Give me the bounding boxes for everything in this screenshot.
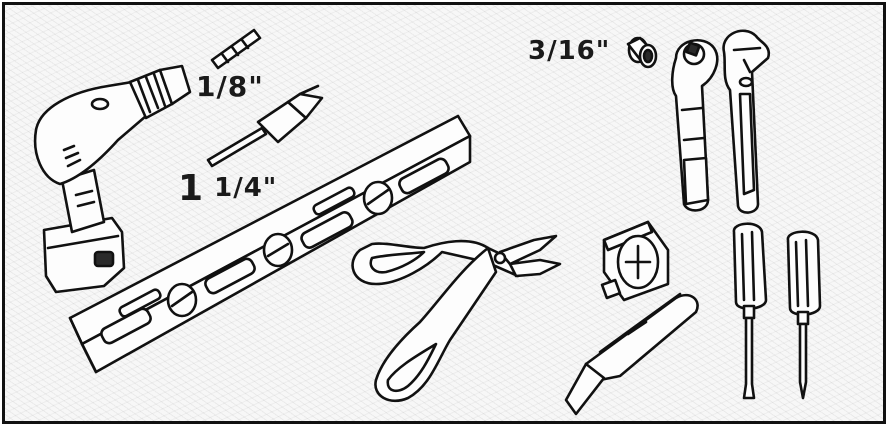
level-icon xyxy=(68,114,472,374)
spade-bit-size-fraction: 1/4" xyxy=(214,173,278,203)
phillips-screwdriver-icon xyxy=(786,230,822,400)
socket-icon xyxy=(626,36,658,69)
drill-bit-icon xyxy=(210,28,262,70)
tape-measure-icon xyxy=(600,220,670,302)
flathead-screwdriver-icon xyxy=(732,222,768,400)
spade-bit-size-label: 1 1/4" xyxy=(178,171,277,207)
drill-bit-size-label: 1/8" xyxy=(196,70,264,103)
tin-snips-icon xyxy=(351,234,562,403)
socket-size-label: 3/16" xyxy=(528,36,611,66)
spade-bit-icon xyxy=(206,84,324,168)
ratchet-wrench-icon xyxy=(670,38,719,212)
adjustable-wrench-icon xyxy=(722,29,771,214)
spade-bit-size-whole: 1 xyxy=(178,168,205,209)
utility-knife-icon xyxy=(564,292,699,416)
cordless-drill-icon xyxy=(33,64,192,294)
